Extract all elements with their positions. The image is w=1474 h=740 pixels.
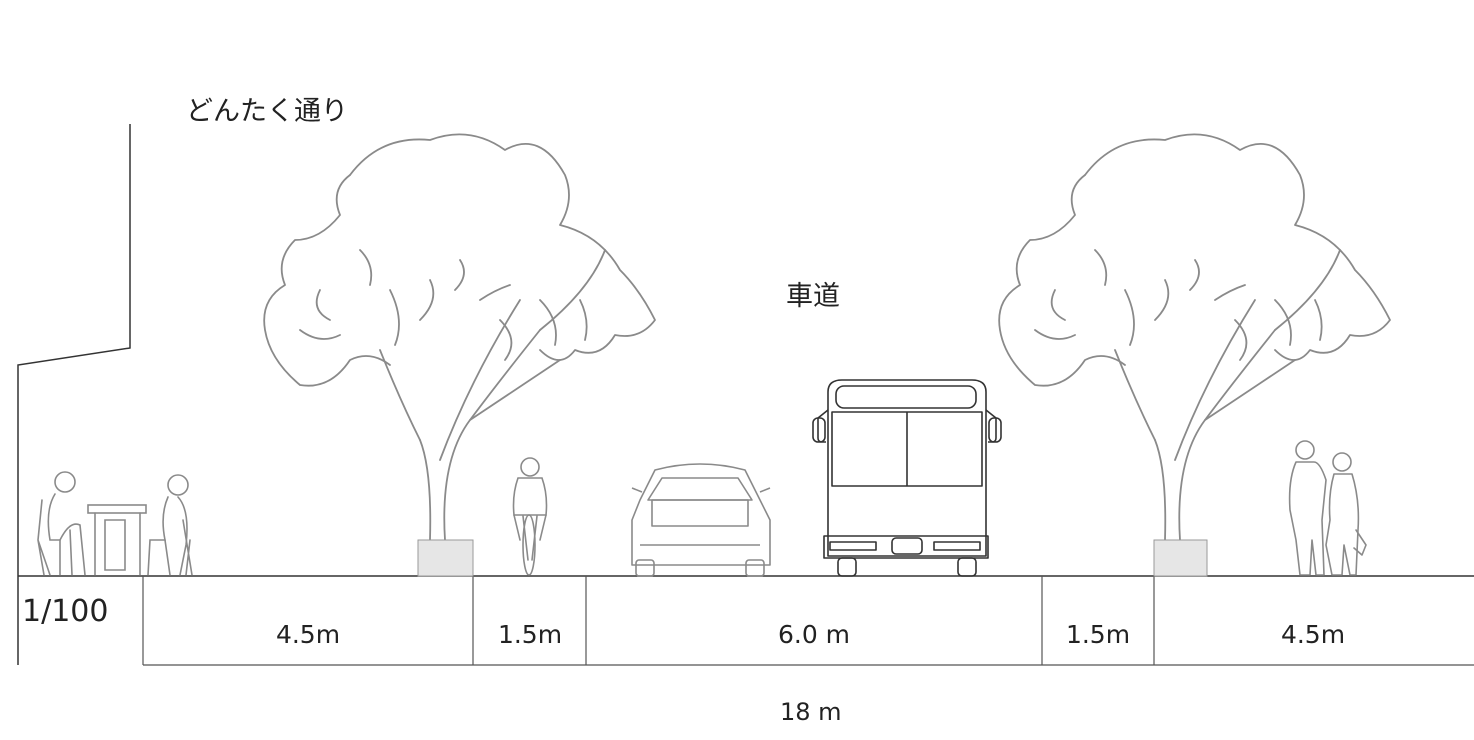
segment-width-sidewalk-right: 4.5m <box>1280 620 1346 649</box>
street-name-title: どんたく通り <box>186 96 348 127</box>
scale-label: 1/100 <box>22 594 109 629</box>
planter-box <box>1153 539 1208 577</box>
cyclist-icon <box>512 457 548 576</box>
car-rear-icon <box>631 463 771 577</box>
planter-box <box>417 539 474 577</box>
roadway-label: 車道 <box>786 281 840 312</box>
segment-width-bike-lane-left: 1.5m <box>497 620 563 649</box>
tree-sketch <box>263 133 656 541</box>
total-width-label: 18 m <box>780 698 842 726</box>
dimension-frame <box>142 576 1474 666</box>
couple-walking-icon <box>1288 440 1367 576</box>
segment-width-sidewalk-left: 4.5m <box>275 620 341 649</box>
cafe-people-icon <box>37 471 193 576</box>
bus-front-icon <box>812 379 1002 577</box>
segment-width-bike-lane-right: 1.5m <box>1065 620 1131 649</box>
building-outline <box>17 124 131 665</box>
segment-width-roadway: 6.0 m <box>777 620 851 649</box>
tree-sketch <box>998 133 1391 541</box>
